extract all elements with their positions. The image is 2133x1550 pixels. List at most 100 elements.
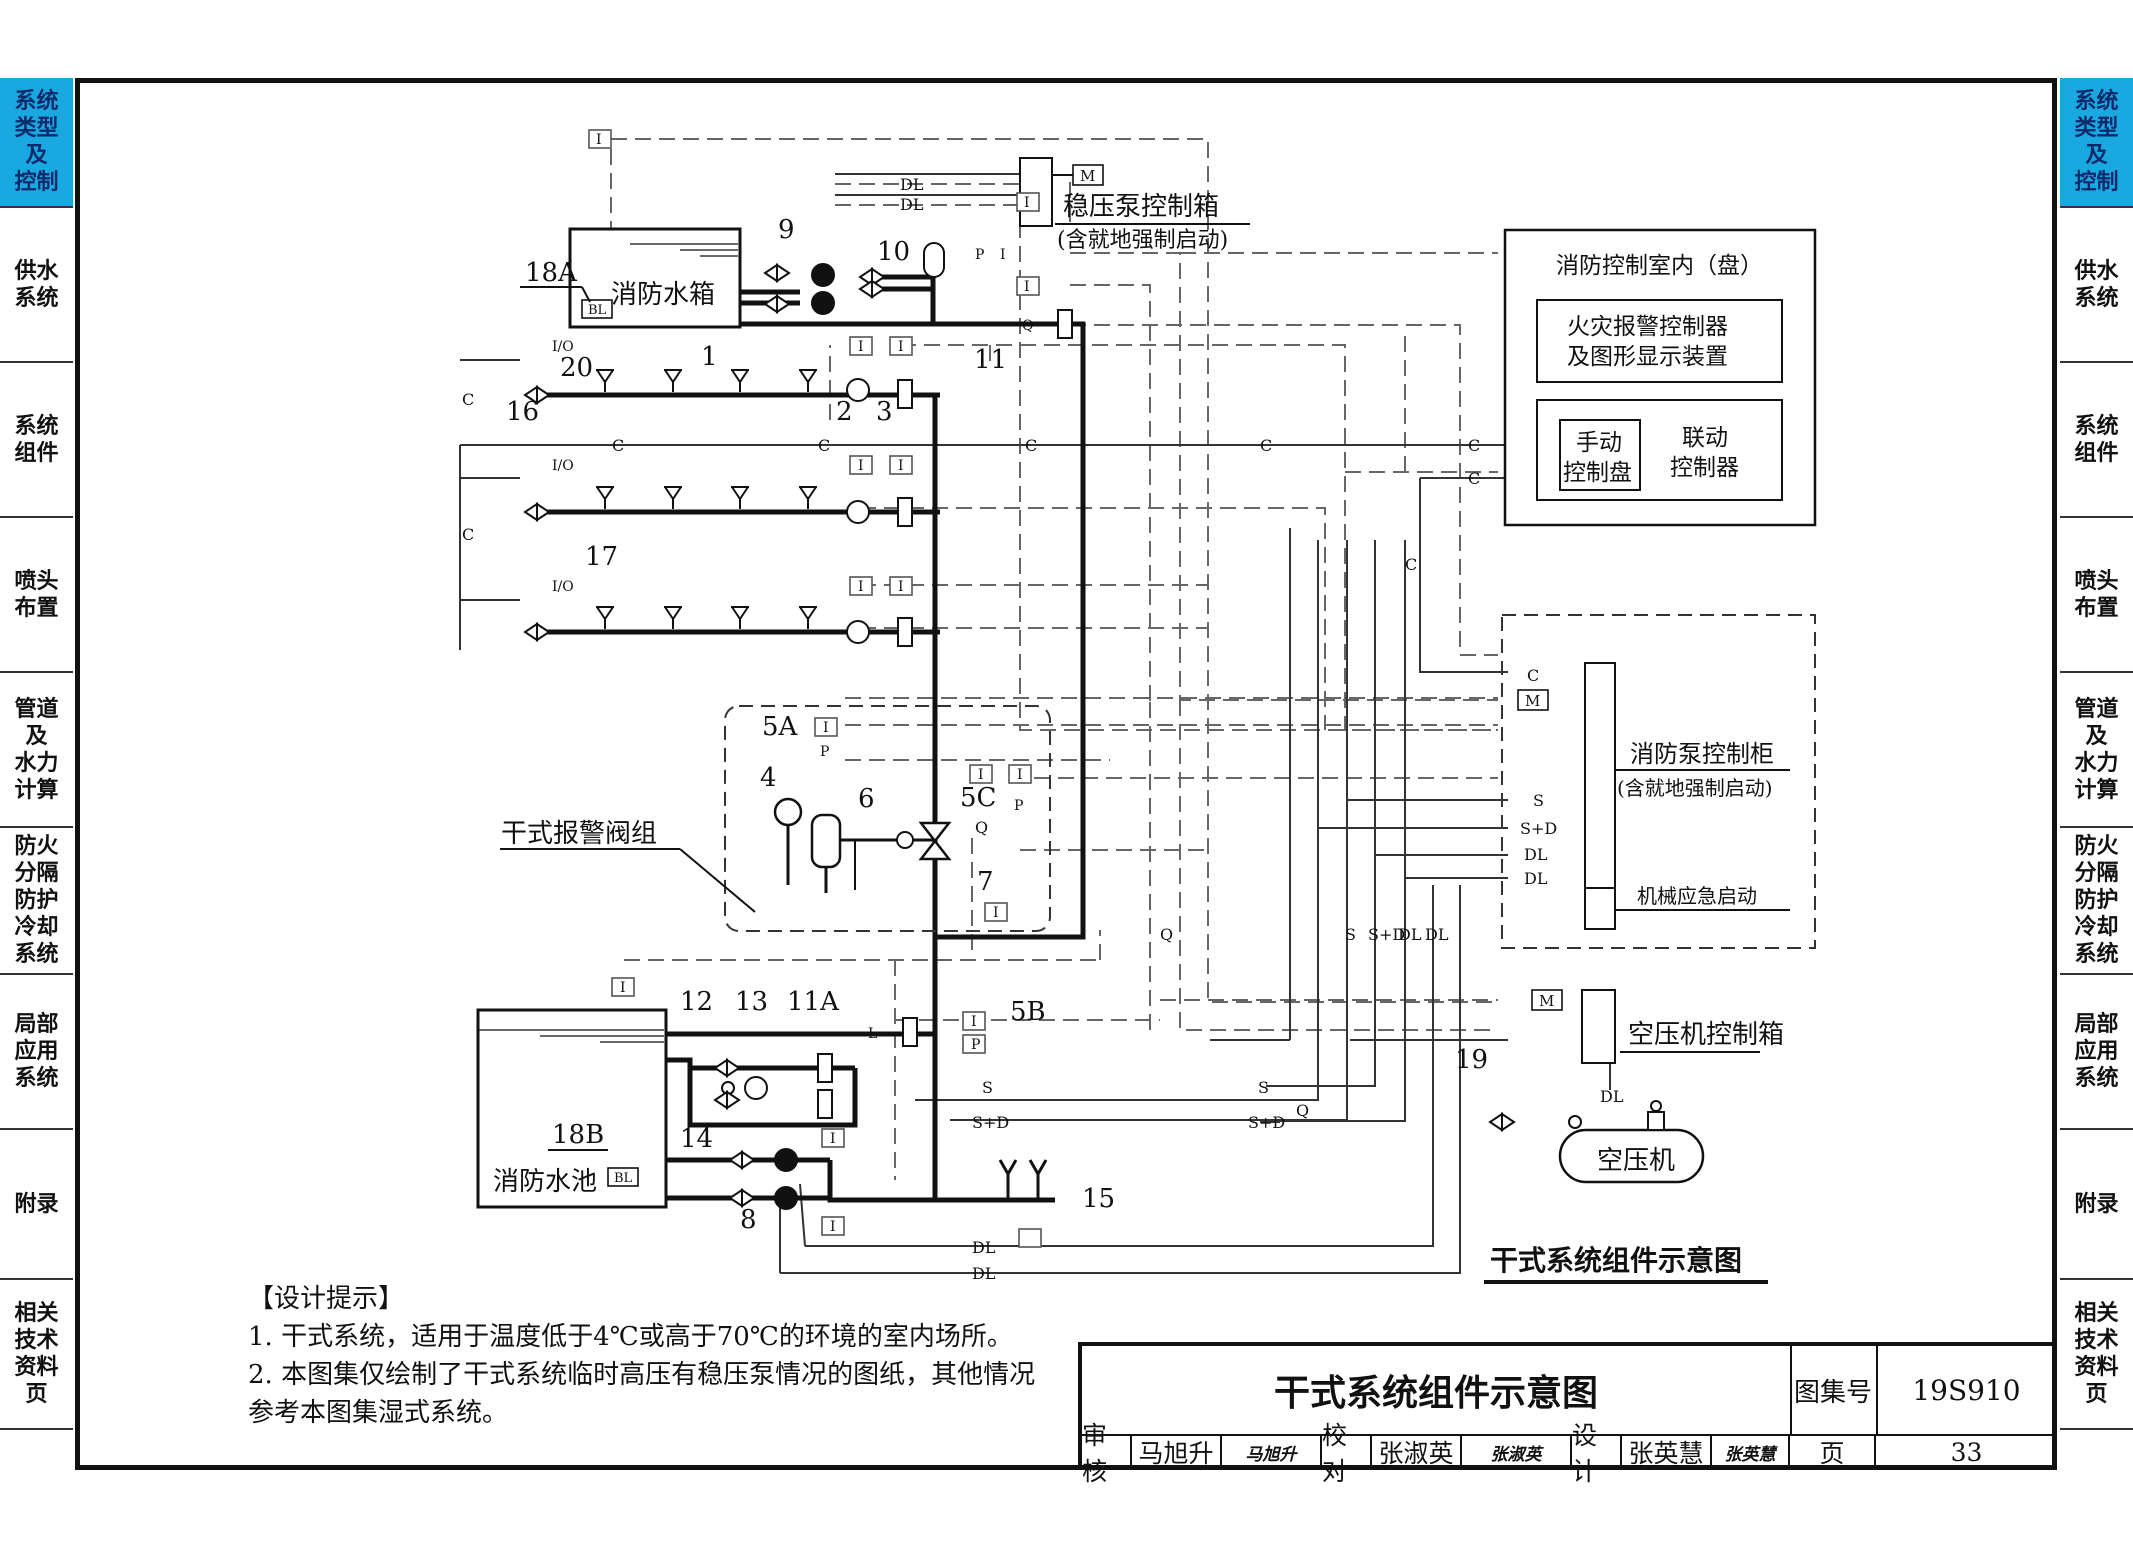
svg-text:C: C xyxy=(1260,436,1272,455)
title-block-title: 干式系统组件示意图 xyxy=(1082,1346,1792,1434)
svg-text:I: I xyxy=(993,905,999,921)
component-numbers: 1 2 3 4 5A 5B 5C 6 7 8 9 10 11 11A 12 13… xyxy=(506,215,1488,1235)
linkage-line2: 控制器 xyxy=(1670,455,1739,481)
svg-text:5A: 5A xyxy=(762,712,799,742)
right-tab-1[interactable]: 系统 类型 及 控制 xyxy=(2060,78,2133,208)
pump-cabinet-label: 消防泵控制柜 xyxy=(1630,740,1774,768)
svg-text:C: C xyxy=(1405,555,1417,574)
linkage-line1: 联动 xyxy=(1682,425,1728,451)
svg-text:I: I xyxy=(898,458,904,474)
svg-text:P: P xyxy=(975,247,984,263)
stab-pump-control-box: M 稳压泵控制箱 (含就地强制启动) xyxy=(1019,157,1250,253)
svg-text:I: I xyxy=(823,720,829,736)
svg-text:Q: Q xyxy=(1160,925,1173,944)
svg-text:11A: 11A xyxy=(787,987,840,1017)
notes-title: 【设计提示】 xyxy=(248,1284,405,1314)
svg-text:I/O: I/O xyxy=(552,579,574,595)
stab-pump-box-label: 稳压泵控制箱 xyxy=(1063,192,1219,222)
right-tab-6[interactable]: 防火 分隔 防护 冷却 系统 xyxy=(2060,828,2133,975)
svg-text:16: 16 xyxy=(506,397,539,427)
svg-text:13: 13 xyxy=(735,987,768,1017)
svg-text:I: I xyxy=(898,339,904,355)
atlas-number: 19S910 xyxy=(1912,1373,2021,1407)
tag-bl-pool: BL xyxy=(614,1171,633,1186)
right-tab-3[interactable]: 系统 组件 xyxy=(2060,363,2133,518)
review-label: 审核 xyxy=(1082,1421,1132,1486)
note-item-1: 1. 干式系统，适用于温度低于4℃或高于70℃的环境的室内场所。 xyxy=(248,1322,1013,1352)
left-tab-9[interactable]: 相关 技术 资料 页 xyxy=(0,1280,73,1430)
atlas-label: 图集号 xyxy=(1790,1346,1878,1434)
fire-alarm-line2: 及图形显示装置 xyxy=(1567,344,1728,370)
page-label: 页 xyxy=(1790,1434,1876,1470)
svg-text:I: I xyxy=(858,339,864,355)
svg-text:I: I xyxy=(596,132,602,148)
right-tab-2[interactable]: 供水 系统 xyxy=(2060,208,2133,363)
left-tab-strip: 系统 类型 及 控制供水 系统系统 组件喷头 布置管道 及 水力 计算防火 分隔… xyxy=(0,78,73,1430)
svg-text:10: 10 xyxy=(877,237,910,267)
left-tab-8[interactable]: 附录 xyxy=(0,1130,73,1280)
svg-text:S+D: S+D xyxy=(972,1113,1009,1132)
tag-m-air: M xyxy=(1539,992,1554,1010)
tag-letters: I I I I I I I I I I I I I I I I I P P P … xyxy=(552,132,1033,1235)
svg-text:S+D: S+D xyxy=(1520,819,1557,838)
left-tab-6[interactable]: 防火 分隔 防护 冷却 系统 xyxy=(0,828,73,975)
right-tab-4[interactable]: 喷头 布置 xyxy=(2060,518,2133,673)
check-signature: 张淑英 xyxy=(1462,1434,1572,1470)
right-tab-5[interactable]: 管道 及 水力 计算 xyxy=(2060,673,2133,828)
right-tab-7[interactable]: 局部 应用 系统 xyxy=(2060,975,2133,1130)
svg-text:17: 17 xyxy=(585,542,618,572)
svg-text:2: 2 xyxy=(836,397,853,427)
svg-text:C: C xyxy=(462,525,474,544)
svg-text:DL: DL xyxy=(972,1238,996,1257)
svg-text:S: S xyxy=(1258,1078,1269,1097)
right-tab-8[interactable]: 附录 xyxy=(2060,1130,2133,1280)
svg-text:I: I xyxy=(971,1014,977,1030)
left-tab-5[interactable]: 管道 及 水力 计算 xyxy=(0,673,73,828)
svg-text:C: C xyxy=(462,390,474,409)
check-label: 校对 xyxy=(1322,1421,1372,1486)
svg-text:DL: DL xyxy=(1524,845,1548,864)
left-tab-2[interactable]: 供水 系统 xyxy=(0,208,73,363)
svg-text:S+D: S+D xyxy=(1248,1113,1285,1132)
svg-text:I: I xyxy=(1017,767,1023,783)
svg-text:19: 19 xyxy=(1455,1045,1488,1075)
svg-text:DL: DL xyxy=(1425,925,1449,944)
mech-start-label: 机械应急启动 xyxy=(1637,884,1757,908)
air-comp-label: 空压机 xyxy=(1597,1146,1675,1176)
control-room-label: 消防控制室内（盘） xyxy=(1556,253,1763,279)
svg-text:DL: DL xyxy=(1524,869,1548,888)
water-pool-label: 消防水池 xyxy=(493,1167,597,1197)
svg-text:15: 15 xyxy=(1082,1184,1115,1214)
review-name: 马旭升 xyxy=(1132,1434,1222,1470)
pump-cabinet-note: (含就地强制启动) xyxy=(1617,776,1773,800)
svg-text:I: I xyxy=(1024,279,1030,295)
svg-text:DL: DL xyxy=(900,175,924,194)
svg-text:I: I xyxy=(978,767,984,783)
valve-glyphs xyxy=(523,263,1516,1208)
left-tab-3[interactable]: 系统 组件 xyxy=(0,363,73,518)
svg-text:C: C xyxy=(1025,436,1037,455)
tag-m-stab: M xyxy=(1080,167,1095,185)
line-labels: DL DL C C C C C C C S S+D DL DL Q S S S+… xyxy=(462,175,1557,1283)
check-name: 张淑英 xyxy=(1372,1434,1462,1470)
water-tank-label: 消防水箱 xyxy=(611,280,715,310)
svg-text:DL: DL xyxy=(900,195,924,214)
svg-text:DL: DL xyxy=(972,1264,996,1283)
svg-text:S: S xyxy=(1345,925,1356,944)
right-tab-9[interactable]: 相关 技术 资料 页 xyxy=(2060,1280,2133,1430)
left-tab-7[interactable]: 局部 应用 系统 xyxy=(0,975,73,1130)
left-tab-1[interactable]: 系统 类型 及 控制 xyxy=(0,78,73,208)
svg-text:I/O: I/O xyxy=(552,339,574,355)
svg-text:5C: 5C xyxy=(960,783,996,813)
valve-group-label: 干式报警阀组 xyxy=(501,819,657,849)
air-comp-box-label: 空压机控制箱 xyxy=(1628,1020,1784,1050)
manual-line2: 控制盘 xyxy=(1563,460,1632,486)
left-tab-4[interactable]: 喷头 布置 xyxy=(0,518,73,673)
fire-pump-cabinet: 消防泵控制柜 (含就地强制启动) 机械应急启动 M xyxy=(1501,614,1816,949)
label-18b: 18B xyxy=(552,1120,604,1150)
svg-text:C: C xyxy=(1468,469,1480,488)
fire-alarm-line1: 火灾报警控制器 xyxy=(1567,314,1728,340)
svg-text:1: 1 xyxy=(701,342,718,372)
svg-text:12: 12 xyxy=(680,987,713,1017)
svg-text:C: C xyxy=(612,436,624,455)
